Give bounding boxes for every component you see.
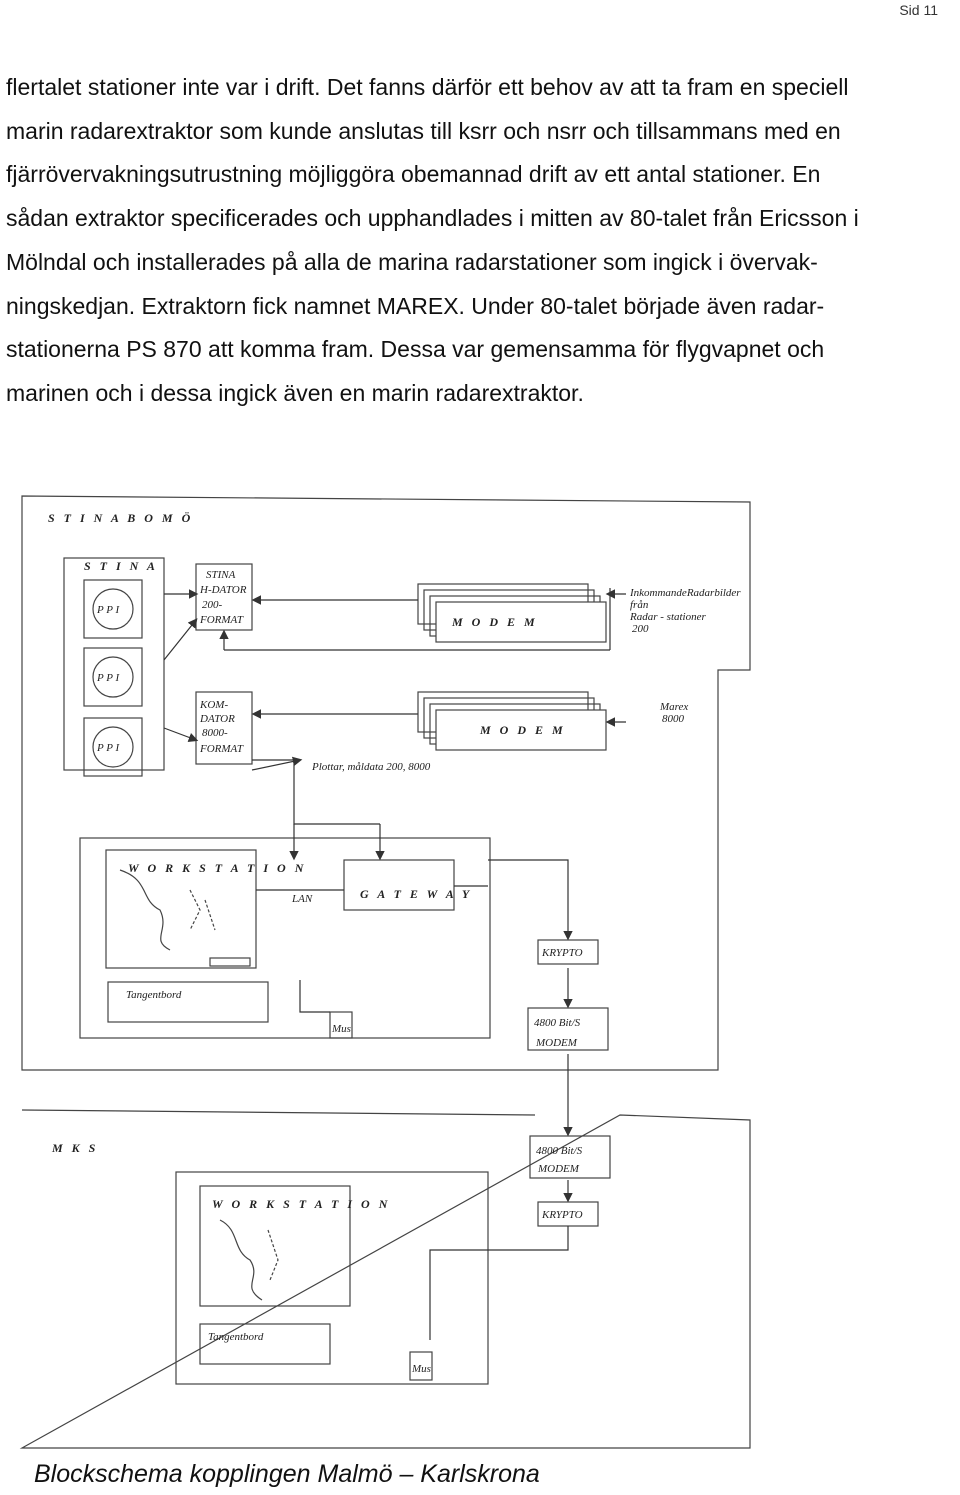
body-line: fjärrövervakningsutrustning möjliggöra o… <box>6 161 821 188</box>
body-line: stationerna PS 870 att komma fram. Dessa… <box>6 336 825 363</box>
komdator-box <box>195 691 253 765</box>
krypto-label-2: KRYPTO <box>541 1209 583 1221</box>
incoming-line: 200 <box>632 623 649 635</box>
mus-label-2: Mus <box>411 1363 431 1375</box>
plottar-label: Plottar, måldata 200, 8000 <box>311 761 431 773</box>
komdator-line: 8000- <box>202 727 228 739</box>
stina-hdator-line: 200- <box>202 599 223 611</box>
stina-hdator-line: FORMAT <box>199 614 244 626</box>
keyboard-2 <box>199 1323 331 1365</box>
figure-caption: Blockschema kopplingen Malmö – Karlskron… <box>34 1460 540 1488</box>
page-number: Sid 11 <box>899 2 938 18</box>
mks-title: M K S <box>51 1141 98 1155</box>
modem-4800-line: 4800 Bit/S <box>536 1145 583 1157</box>
mks-frame <box>19 1109 751 1449</box>
tangentbord-label-1: Tangentbord <box>126 989 182 1001</box>
keyboard-1 <box>107 981 269 1023</box>
modem-4800-line: MODEM <box>535 1037 578 1049</box>
monitor-2 <box>199 1185 351 1307</box>
body-line: flertalet stationer inte var i drift. De… <box>6 74 849 100</box>
komdator-line: KOM- <box>199 699 228 711</box>
modem-box-1 <box>435 601 607 643</box>
modem-label-1: M O D E M <box>451 615 538 629</box>
lan-label: LAN <box>291 893 313 905</box>
komdator-line: FORMAT <box>199 743 244 755</box>
modem-label-2: M O D E M <box>479 723 566 737</box>
gateway-label: G A T E W A Y <box>360 887 472 901</box>
ppi-label-2: P P I <box>96 672 121 684</box>
ppi-frame-1 <box>83 579 143 639</box>
incoming-line: från <box>630 599 649 611</box>
workstation-label-1: W O R K S T A T I O N <box>128 861 306 875</box>
body-line: ningskedjan. Extraktorn fick namnet MARE… <box>6 292 825 319</box>
tangentbord-label-2: Tangentbord <box>208 1331 264 1343</box>
mus-label-1: Mus <box>331 1023 351 1035</box>
mus-2 <box>409 1351 433 1381</box>
ppi-circle-2 <box>92 656 134 698</box>
modem-box-2 <box>435 709 607 751</box>
workstation-frame-2 <box>175 1171 489 1385</box>
incoming-line: Radar - stationer <box>629 611 706 623</box>
stina-hdator-line: STINA <box>206 569 236 581</box>
body-paragraph: flertalet stationer inte var i drift. De… <box>6 66 946 416</box>
ppi-circle-3 <box>92 726 134 768</box>
komdator-line: DATOR <box>199 713 235 725</box>
stina-hdator-line: H-DATOR <box>199 584 247 596</box>
monitor-1 <box>105 849 257 969</box>
gateway-box <box>343 859 455 911</box>
body-line: sådan extraktor specificerades och uppha… <box>6 205 859 232</box>
modem-4800-line: MODEM <box>537 1163 580 1175</box>
workstation-frame-1 <box>79 837 491 1039</box>
block-diagram: S T I N A B O M Ö S T I N A P P I P P I … <box>0 460 960 1460</box>
body-line: marin radarextraktor som kunde anslutas … <box>6 117 841 144</box>
ppi-circle-1 <box>92 588 134 630</box>
ppi-label-3: P P I <box>96 742 121 754</box>
incoming-line: InkommandeRadarbilder <box>629 587 741 599</box>
stina-label: S T I N A <box>84 559 158 573</box>
mus-1 <box>329 1011 353 1039</box>
workstation-label-2: W O R K S T A T I O N <box>212 1197 390 1211</box>
body-line: marinen och i dessa ingick även en marin… <box>6 379 584 406</box>
ppi-frame-3 <box>83 717 143 777</box>
marex-line: Marex <box>659 701 688 713</box>
stina-box <box>63 557 165 771</box>
ppi-frame-2 <box>83 647 143 707</box>
marex-line: 8000 <box>662 713 685 725</box>
modem-4800-line: 4800 Bit/S <box>534 1017 581 1029</box>
body-line: Mölndal och installerades på alla de mar… <box>6 248 818 275</box>
diagram-top-title: S T I N A B O M Ö <box>48 511 193 525</box>
ppi-label-1: P P I <box>96 604 121 616</box>
krypto-label-1: KRYPTO <box>541 947 583 959</box>
stina-bomo-frame <box>21 495 751 1071</box>
